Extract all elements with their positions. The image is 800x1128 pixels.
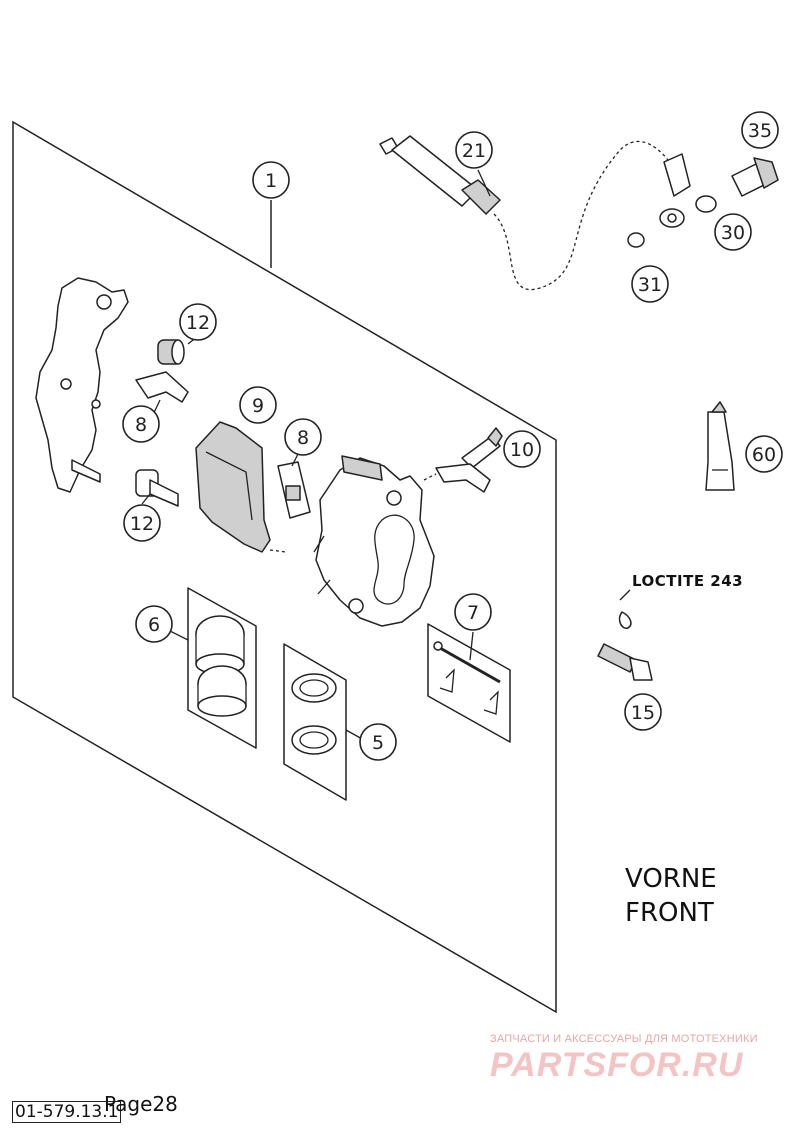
callout-circle <box>252 161 290 199</box>
callout-number: 12 <box>186 312 210 334</box>
washer-30 <box>695 195 717 213</box>
callout-circle <box>284 418 322 456</box>
callout-10: 10 <box>503 430 541 468</box>
banjo-bolt <box>731 157 779 197</box>
callout-21: 21 <box>455 131 493 169</box>
callout-number: 30 <box>721 222 745 244</box>
caliper-bracket <box>35 277 129 493</box>
callout-number: 12 <box>130 513 154 535</box>
washer-31 <box>627 232 645 248</box>
callout-circle <box>714 213 752 251</box>
brake-line <box>379 135 691 291</box>
callout-number: 60 <box>752 444 776 466</box>
callout-8a: 8 <box>122 405 160 443</box>
callout-15: 15 <box>624 693 662 731</box>
direction-label-en: FRONT <box>625 898 714 928</box>
callout-number: 5 <box>372 732 384 754</box>
bushing-top <box>157 339 185 365</box>
callout-circle <box>454 593 492 631</box>
direction-label: VORNE FRONT <box>625 862 717 930</box>
callout-6: 6 <box>135 605 173 643</box>
callout-5: 5 <box>359 723 397 761</box>
guide-pin-lower <box>135 469 179 507</box>
assembly-panel <box>12 120 557 1014</box>
callout-number: 21 <box>462 140 486 162</box>
bleed-valve <box>423 427 503 493</box>
callout-7: 7 <box>454 593 492 631</box>
callout-12a: 12 <box>179 303 217 341</box>
watermark-brand: PARTSFOR.RU <box>490 1046 744 1084</box>
callout-circle <box>359 723 397 761</box>
loctite-label: LOCTITE 243 <box>632 572 744 590</box>
callout-8b: 8 <box>284 418 322 456</box>
callout-number: 15 <box>631 702 655 724</box>
callout-number: 31 <box>638 274 662 296</box>
caliper-body <box>313 455 435 627</box>
pad-spring <box>277 461 311 519</box>
seal-kit <box>283 643 347 801</box>
callout-number: 9 <box>252 395 264 417</box>
callout-circle <box>135 605 173 643</box>
callout-number: 1 <box>265 170 277 192</box>
callout-60: 60 <box>745 435 783 473</box>
direction-label-de: VORNE <box>625 864 717 894</box>
callout-circle <box>123 504 161 542</box>
spring-clip-left <box>135 371 189 403</box>
loctite-bottle <box>705 401 735 491</box>
callout-circle <box>122 405 160 443</box>
callout-12b: 12 <box>123 504 161 542</box>
callout-9: 9 <box>239 386 277 424</box>
callout-circle <box>503 430 541 468</box>
watermark-tagline: ЗАПЧАСТИ И АКСЕССУАРЫ ДЛЯ МОТОТЕХНИКИ <box>490 1033 758 1045</box>
drawing-code: 01-579.13.1 <box>12 1101 122 1123</box>
caliper-bolt <box>597 589 653 681</box>
callout-circle <box>239 386 277 424</box>
callout-number: 7 <box>467 602 479 624</box>
callout-30: 30 <box>714 213 752 251</box>
callout-circle <box>624 693 662 731</box>
callout-number: 10 <box>510 439 534 461</box>
page-label: Page28 <box>104 1092 178 1116</box>
callout-circle <box>179 303 217 341</box>
callout-number: 8 <box>135 414 147 436</box>
callouts: 1 21 35 30 31 12 8 9 8 10 12 60 6 7 5 15 <box>122 111 783 761</box>
callout-circle <box>631 265 669 303</box>
brake-pad <box>195 421 287 553</box>
callout-number: 35 <box>748 120 772 142</box>
callout-circle <box>741 111 779 149</box>
callout-circle <box>745 435 783 473</box>
callout-1: 1 <box>252 161 290 199</box>
callout-31: 31 <box>631 265 669 303</box>
callout-number: 8 <box>297 427 309 449</box>
callout-35: 35 <box>741 111 779 149</box>
callout-circle <box>455 131 493 169</box>
pin-kit <box>427 623 511 743</box>
callout-number: 6 <box>148 614 160 636</box>
piston-kit <box>187 587 257 749</box>
